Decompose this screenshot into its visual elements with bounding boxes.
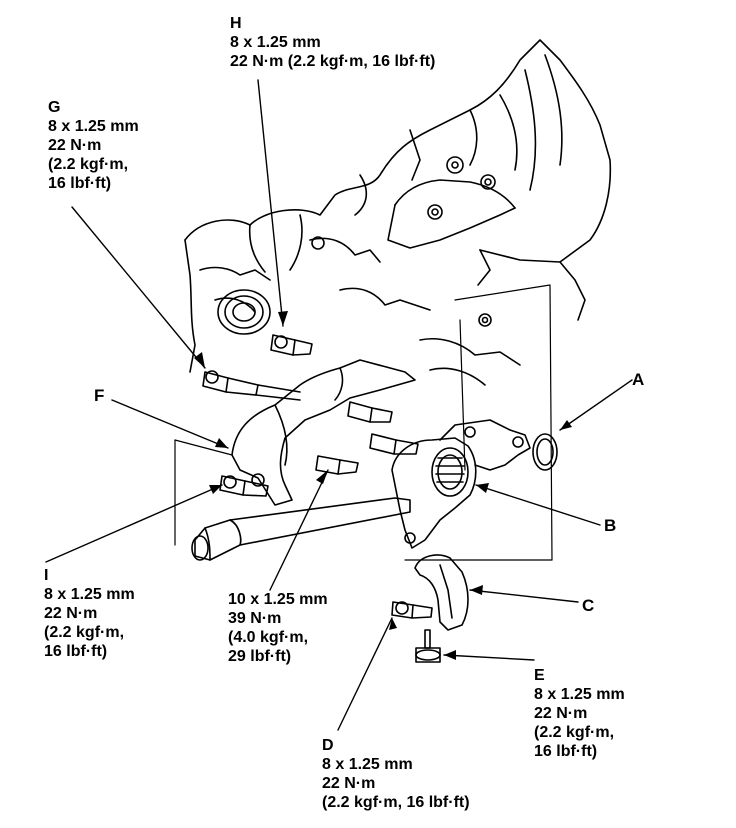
callout-center-line-1: 10 x 1.25 mm xyxy=(228,591,328,608)
callout-letter-D: D xyxy=(322,737,334,754)
callout-D-line-1: 8 x 1.25 mm xyxy=(322,756,413,773)
bolt-H xyxy=(270,334,313,356)
part-label-C: C xyxy=(582,596,595,615)
callout-H-line-2: 22 N·m (2.2 kgf·m, 16 lbf·ft) xyxy=(230,53,436,70)
callout-letter-H: H xyxy=(230,15,242,32)
callout-G-line-4: 16 lbf·ft) xyxy=(48,175,112,192)
part-label-A: A xyxy=(632,370,645,389)
callout-G-line-3: (2.2 kgf·m, xyxy=(48,156,129,173)
callout-E-line-4: 16 lbf·ft) xyxy=(534,743,598,760)
transmission-output-seal xyxy=(217,289,271,335)
housing-bolt-heads xyxy=(311,156,496,327)
callout-G-line-1: 8 x 1.25 mm xyxy=(48,118,139,135)
callout-H-line-1: 8 x 1.25 mm xyxy=(230,34,321,51)
callout-letter-I: I xyxy=(44,567,49,584)
callout-center-line-3: (4.0 kgf·m, xyxy=(228,629,309,646)
callout-I: I 8 x 1.25 mm 22 N·m (2.2 kgf·m, 16 lbf·… xyxy=(44,566,135,661)
bracket-bolts xyxy=(315,401,419,475)
callout-center-line-4: 29 lbf·ft) xyxy=(228,648,292,665)
intermediate-shaft xyxy=(191,497,411,561)
snap-ring-A xyxy=(532,433,558,471)
callout-center-bolt: 10 x 1.25 mm 39 N·m (4.0 kgf·m, 29 lbf·f… xyxy=(228,590,328,666)
callout-E-line-3: (2.2 kgf·m, xyxy=(534,724,615,741)
callout-D: D 8 x 1.25 mm 22 N·m (2.2 kgf·m, 16 lbf·… xyxy=(322,736,470,812)
arrowheads xyxy=(194,311,572,660)
callout-H: H 8 x 1.25 mm 22 N·m (2.2 kgf·m, 16 lbf·… xyxy=(230,14,435,71)
bearing-cap-C xyxy=(414,554,469,631)
part-label-F: F xyxy=(94,386,105,405)
callout-E-line-1: 8 x 1.25 mm xyxy=(534,686,625,703)
support-bracket xyxy=(439,419,531,471)
transmission-housing xyxy=(184,39,612,386)
callout-I-line-1: 8 x 1.25 mm xyxy=(44,586,135,603)
leader-lines xyxy=(45,79,633,731)
callout-D-line-2: 22 N·m xyxy=(322,775,376,792)
callout-G-line-2: 22 N·m xyxy=(48,137,102,154)
callout-center-line-2: 39 N·m xyxy=(228,610,282,627)
callout-I-line-2: 22 N·m xyxy=(44,605,98,622)
bolt-E xyxy=(415,629,441,663)
bolt-D xyxy=(391,601,433,619)
callout-D-line-3: (2.2 kgf·m, 16 lbf·ft) xyxy=(322,794,470,811)
callout-letter-E: E xyxy=(534,667,545,684)
callout-E-line-2: 22 N·m xyxy=(534,705,588,722)
callout-letter-G: G xyxy=(48,99,61,116)
bearing-support-B xyxy=(391,437,477,549)
part-label-B: B xyxy=(604,516,617,535)
callout-I-line-4: 16 lbf·ft) xyxy=(44,643,108,660)
callout-G: G 8 x 1.25 mm 22 N·m (2.2 kgf·m, 16 lbf·… xyxy=(48,98,139,193)
callout-E: E 8 x 1.25 mm 22 N·m (2.2 kgf·m, 16 lbf·… xyxy=(534,666,625,761)
bolt-G xyxy=(202,370,301,401)
bracket-F xyxy=(231,359,416,506)
callout-I-line-3: (2.2 kgf·m, xyxy=(44,624,125,641)
